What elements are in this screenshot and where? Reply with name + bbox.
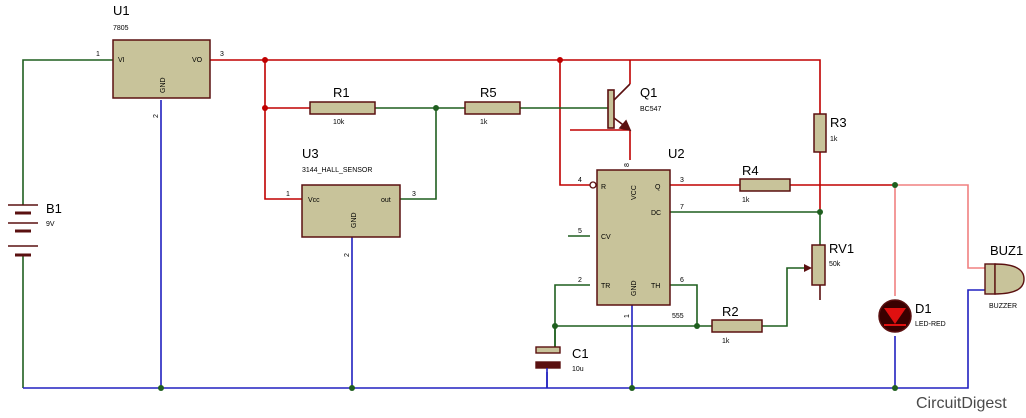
resistor-r1: R1 10k	[309, 85, 376, 126]
r2-value: 1k	[722, 338, 730, 345]
signal-net-wires	[22, 59, 820, 388]
u1-pin3-number: 3	[220, 51, 224, 58]
q1-value: BC547	[640, 106, 662, 113]
battery-b1	[8, 204, 38, 257]
junction-dot	[892, 385, 898, 391]
output-net-wires	[894, 184, 985, 296]
u1-pin-gnd: GND	[160, 77, 167, 93]
c1-ref: C1	[572, 346, 589, 361]
hall-sensor-u3: U3 3144_HALL_SENSOR Vcc out GND 1 3 2	[286, 146, 416, 257]
r4-ref: R4	[742, 163, 759, 178]
buz1-value: BUZZER	[989, 303, 1017, 310]
u1-pin2-number: 2	[153, 114, 160, 118]
u1-pin-vi: VI	[118, 57, 125, 64]
junction-dot	[349, 385, 355, 391]
u3-pin2-number: 2	[344, 253, 351, 257]
junction-dot	[262, 105, 268, 111]
u3-pin-out: out	[381, 197, 391, 204]
r1-ref: R1	[333, 85, 350, 100]
u3-pin3-number: 3	[412, 191, 416, 198]
junction-dots	[158, 57, 898, 391]
rv1-value: 50k	[829, 261, 841, 268]
resistor-r2: R2 1k	[711, 304, 763, 345]
u3-pin-gnd: GND	[351, 212, 358, 228]
d1-ref: D1	[915, 301, 932, 316]
u3-pin-vcc: Vcc	[308, 197, 320, 204]
junction-dot	[694, 323, 700, 329]
b1-value: 9V	[46, 221, 55, 228]
u2-pin4-number: 4	[578, 177, 582, 184]
junction-dot	[433, 105, 439, 111]
transistor-q1	[607, 83, 632, 132]
u1-pin1-number: 1	[96, 51, 100, 58]
r3-ref: R3	[830, 115, 847, 130]
junction-dot	[629, 385, 635, 391]
junction-dot	[262, 57, 268, 63]
c1-value: 10u	[572, 366, 584, 373]
u2-pin-th: TH	[651, 283, 660, 290]
u2-pin-r: R	[601, 184, 606, 191]
u2-pin-cv: CV	[601, 234, 611, 241]
junction-dot	[557, 57, 563, 63]
u2-pin3-number: 3	[680, 177, 684, 184]
capacitor-c1: C1 10u	[535, 326, 589, 388]
u2-pin7-number: 7	[680, 204, 684, 211]
ground-net-wires	[23, 100, 985, 389]
u2-ref: U2	[668, 146, 685, 161]
resistor-r5: R5 1k	[464, 85, 521, 126]
junction-dot	[158, 385, 164, 391]
u2-value: 555	[672, 313, 684, 320]
regulator-u1: U1 7805 VI VO GND 1 3 2	[96, 3, 224, 118]
u2-pin8-number: 8	[624, 163, 631, 167]
u2-pin1-number: 1	[624, 314, 631, 318]
u1-pin-vo: VO	[192, 57, 203, 64]
junction-dot	[892, 182, 898, 188]
d1-value: LED-RED	[915, 321, 946, 328]
u2-pin-tr: TR	[601, 283, 610, 290]
u1-value: 7805	[113, 25, 129, 32]
u3-ref: U3	[302, 146, 319, 161]
u2-pin2-number: 2	[578, 277, 582, 284]
buz1-ref: BUZ1	[990, 243, 1023, 258]
u2-pin-q: Q	[655, 184, 661, 191]
r5-ref: R5	[480, 85, 497, 100]
led-d1: D1 LED-RED	[878, 299, 946, 333]
brand-logo-text: CircuitDigest	[916, 395, 1007, 412]
u2-pin-vcc: VCC	[631, 185, 638, 200]
timer-u2: U2 555 R VCC Q DC CV TR GND TH 4 8 3 7 5…	[578, 146, 685, 320]
potentiometer-rv1: RV1 50k	[804, 212, 854, 300]
u2-pin-dc: DC	[651, 210, 661, 217]
buzzer-buz1: BUZ1 BUZZER	[984, 243, 1025, 310]
rv1-ref: RV1	[829, 241, 854, 256]
r4-value: 1k	[742, 197, 750, 204]
u2-pin6-number: 6	[680, 277, 684, 284]
r2-ref: R2	[722, 304, 739, 319]
u2-pin5-number: 5	[578, 228, 582, 235]
b1-ref: B1	[46, 201, 62, 216]
u3-value: 3144_HALL_SENSOR	[302, 167, 372, 174]
resistor-r3: R3 1k	[813, 113, 847, 153]
resistor-r4: R4 1k	[739, 163, 791, 204]
r3-value: 1k	[830, 136, 838, 143]
u2-pin-gnd: GND	[631, 280, 638, 296]
u1-ref: U1	[113, 3, 130, 18]
r5-value: 1k	[480, 119, 488, 126]
u3-pin1-number: 1	[286, 191, 290, 198]
q1-ref: Q1	[640, 85, 657, 100]
r1-value: 10k	[333, 119, 345, 126]
